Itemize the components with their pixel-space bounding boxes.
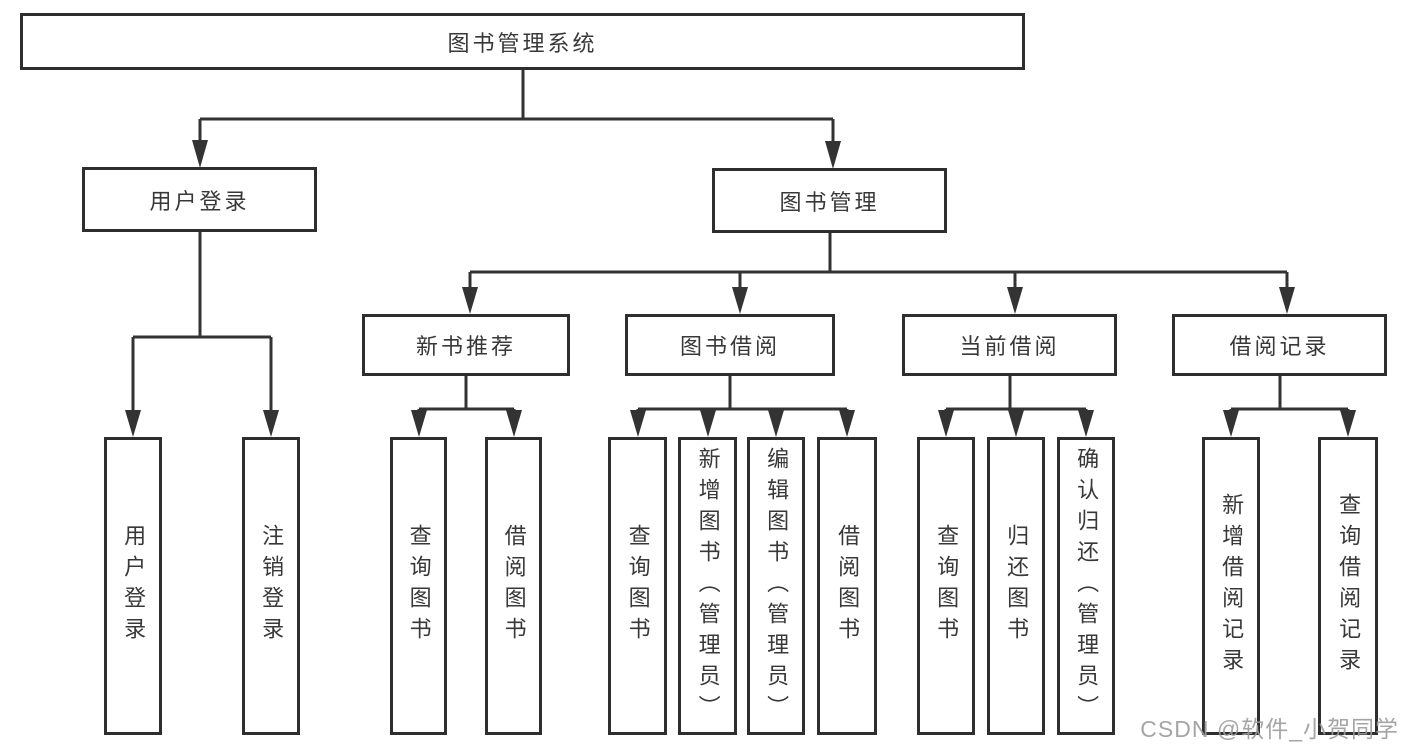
node-current-borrow-label: 当前借阅 (959, 334, 1060, 359)
leaf-borrow-book-label: 借阅图书 (835, 524, 861, 648)
leaf-query-borrow-record: 查询借阅记录 (1318, 437, 1378, 735)
leaf-return-book-label: 归还图书 (1004, 524, 1030, 648)
arrowhead-icons (125, 140, 1356, 437)
leaf-query-book-borrow-label: 查询图书 (625, 524, 651, 648)
leaf-add-book-admin: 新增图书（管理员） (678, 437, 737, 735)
leaf-add-borrow-record: 新增借阅记录 (1202, 437, 1260, 735)
node-borrow-record-label: 借阅记录 (1229, 334, 1330, 359)
leaf-logout-label: 注销登录 (259, 524, 285, 648)
leaf-query-borrow-record-label: 查询借阅记录 (1336, 493, 1362, 679)
leaf-query-book-current-label: 查询图书 (934, 524, 960, 648)
leaf-confirm-return-admin: 确认归还（管理员） (1057, 437, 1115, 735)
node-root-system-label: 图书管理系统 (447, 30, 598, 56)
leaf-edit-book-admin: 编辑图书（管理员） (747, 437, 805, 735)
node-borrow-record: 借阅记录 (1172, 314, 1387, 376)
leaf-borrow-book-recommend-label: 借阅图书 (501, 524, 527, 648)
node-current-borrow: 当前借阅 (902, 314, 1117, 376)
leaf-add-book-admin-label: 新增图书（管理员） (695, 446, 721, 726)
leaf-add-borrow-record-label: 新增借阅记录 (1219, 493, 1245, 679)
leaf-borrow-book: 借阅图书 (817, 437, 877, 735)
leaf-confirm-return-admin-label: 确认归还（管理员） (1074, 446, 1100, 726)
node-user-login-label: 用户登录 (149, 188, 250, 214)
watermark: CSDN @软件_小贺同学 (1140, 716, 1399, 742)
leaf-edit-book-admin-label: 编辑图书（管理员） (764, 446, 790, 726)
leaf-user-login-label: 用户登录 (121, 524, 147, 648)
node-book-borrow-label: 图书借阅 (679, 334, 780, 359)
leaf-query-book-borrow: 查询图书 (608, 437, 667, 735)
node-book-management-label: 图书管理 (779, 189, 880, 215)
leaf-query-book-recommend-label: 查询图书 (406, 524, 432, 648)
node-new-book-recommend: 新书推荐 (362, 314, 570, 376)
leaf-query-book-recommend: 查询图书 (390, 437, 447, 735)
leaf-return-book: 归还图书 (987, 437, 1045, 735)
node-user-login: 用户登录 (82, 167, 317, 232)
node-root-system: 图书管理系统 (20, 13, 1025, 70)
leaf-logout: 注销登录 (242, 437, 300, 735)
leaf-user-login: 用户登录 (104, 437, 162, 735)
node-new-book-recommend-label: 新书推荐 (415, 334, 516, 359)
leaf-borrow-book-recommend: 借阅图书 (485, 437, 542, 735)
leaf-query-book-current: 查询图书 (917, 437, 975, 735)
node-book-borrow: 图书借阅 (625, 314, 835, 376)
node-book-management: 图书管理 (712, 168, 947, 233)
